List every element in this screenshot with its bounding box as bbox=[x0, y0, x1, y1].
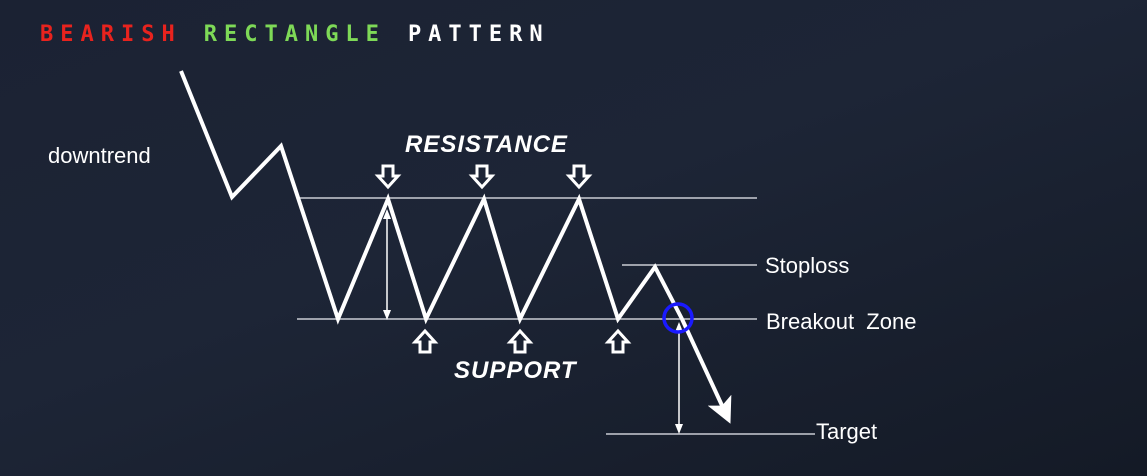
up-arrow-icon bbox=[506, 328, 534, 354]
resistance-label: RESISTANCE bbox=[405, 131, 568, 158]
diagram-title: BEARISH RECTANGLE PATTERN bbox=[40, 22, 572, 47]
down-arrow-icon bbox=[565, 164, 593, 190]
title-word-pattern: PATTERN bbox=[407, 22, 550, 47]
breakout-zone-label: Breakout Zone bbox=[766, 309, 917, 334]
up-arrow-icon bbox=[604, 328, 632, 354]
up-arrow-icon bbox=[411, 328, 439, 354]
target-label: Target bbox=[816, 419, 878, 444]
stoploss-label: Stoploss bbox=[765, 253, 850, 278]
title-word-bearish: BEARISH bbox=[40, 22, 182, 47]
down-arrow-icon bbox=[374, 164, 402, 190]
title-word-rectangle: RECTANGLE bbox=[203, 22, 386, 47]
down-arrow-icon bbox=[468, 164, 496, 190]
breakout-circle-icon bbox=[662, 302, 694, 334]
breakout-arrow bbox=[680, 318, 732, 424]
downtrend-label: downtrend bbox=[48, 143, 151, 168]
support-label: SUPPORT bbox=[454, 357, 577, 384]
price-path bbox=[179, 70, 684, 325]
